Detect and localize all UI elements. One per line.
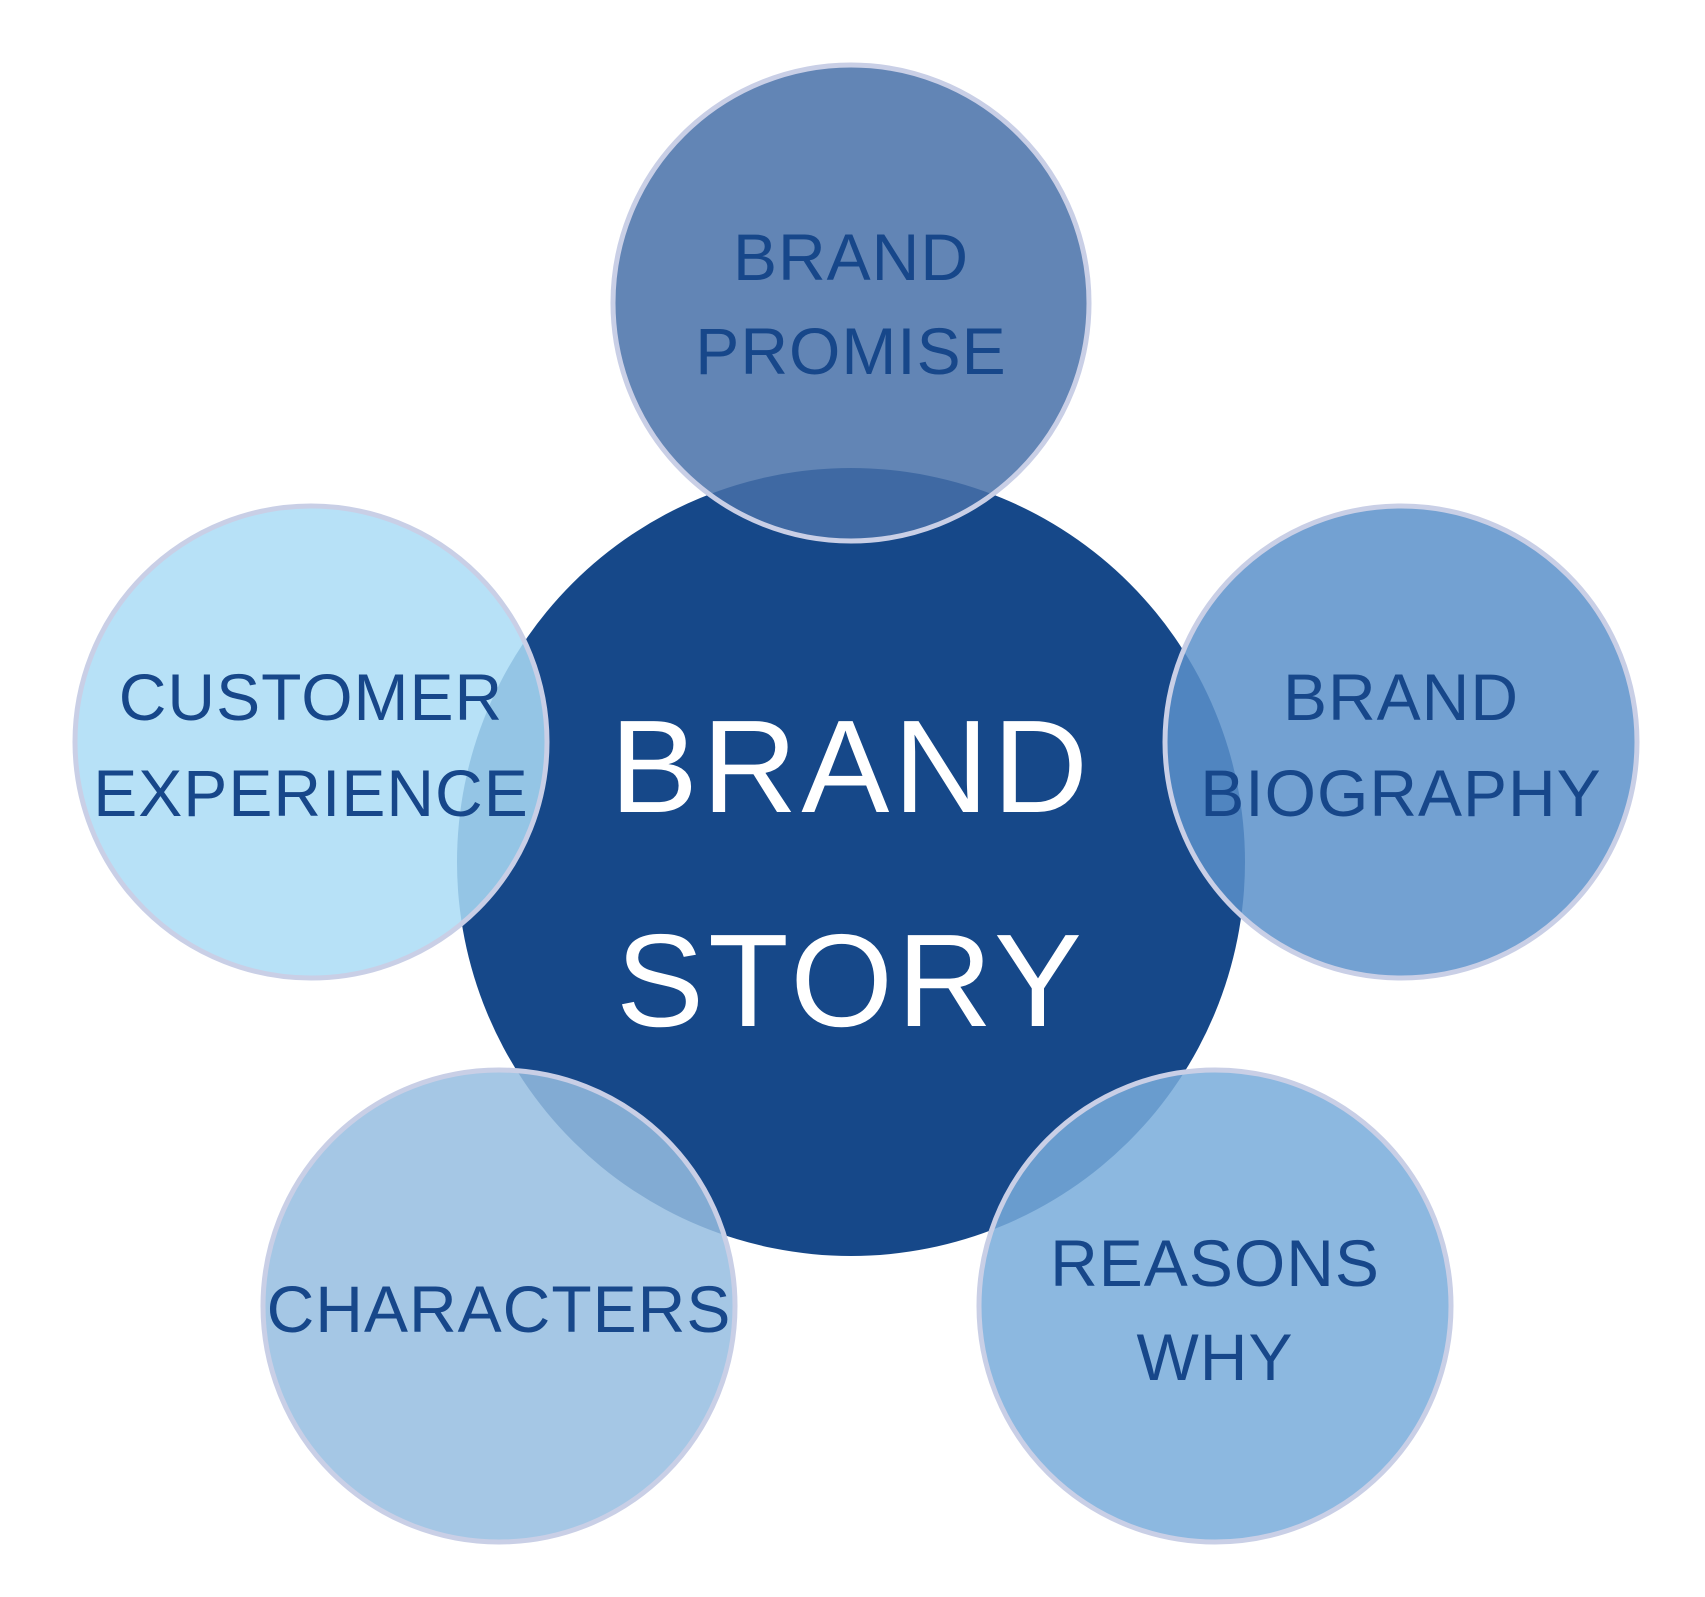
- label-reasons-why-line-1: REASONS: [1050, 1226, 1380, 1300]
- node-customer-experience: CUSTOMER EXPERIENCE: [72, 503, 550, 981]
- node-brand-promise: BRAND PROMISE: [610, 62, 1092, 544]
- label-brand-biography-line-2: BIOGRAPHY: [1200, 756, 1601, 830]
- label-brand-promise-line-1: BRAND: [733, 220, 969, 294]
- label-brand-biography-line-1: BRAND: [1283, 660, 1519, 734]
- label-brand-promise-line-2: PROMISE: [695, 314, 1006, 388]
- center-circle: [457, 468, 1245, 1256]
- label-characters-line-1: CHARACTERS: [267, 1272, 732, 1346]
- circle-characters: [260, 1067, 738, 1545]
- label-customer-experience-line-1: CUSTOMER: [119, 660, 503, 734]
- circle-brand-promise: [610, 62, 1092, 544]
- outer-nodes: BRAND PROMISE BRAND BIOGRAPHY REASONS WH…: [72, 62, 1640, 1545]
- circle-reasons-why: [976, 1067, 1454, 1545]
- node-characters: CHARACTERS: [260, 1067, 738, 1545]
- center-label-line-1: BRAND: [610, 693, 1092, 840]
- node-reasons-why: REASONS WHY: [976, 1067, 1454, 1545]
- node-brand-biography: BRAND BIOGRAPHY: [1162, 503, 1640, 981]
- center-label-line-2: STORY: [616, 907, 1086, 1054]
- label-reasons-why-line-2: WHY: [1137, 1320, 1294, 1394]
- circle-customer-experience: [72, 503, 550, 981]
- circle-brand-biography: [1162, 503, 1640, 981]
- center-node: BRAND STORY: [457, 468, 1245, 1256]
- label-customer-experience-line-2: EXPERIENCE: [93, 756, 528, 830]
